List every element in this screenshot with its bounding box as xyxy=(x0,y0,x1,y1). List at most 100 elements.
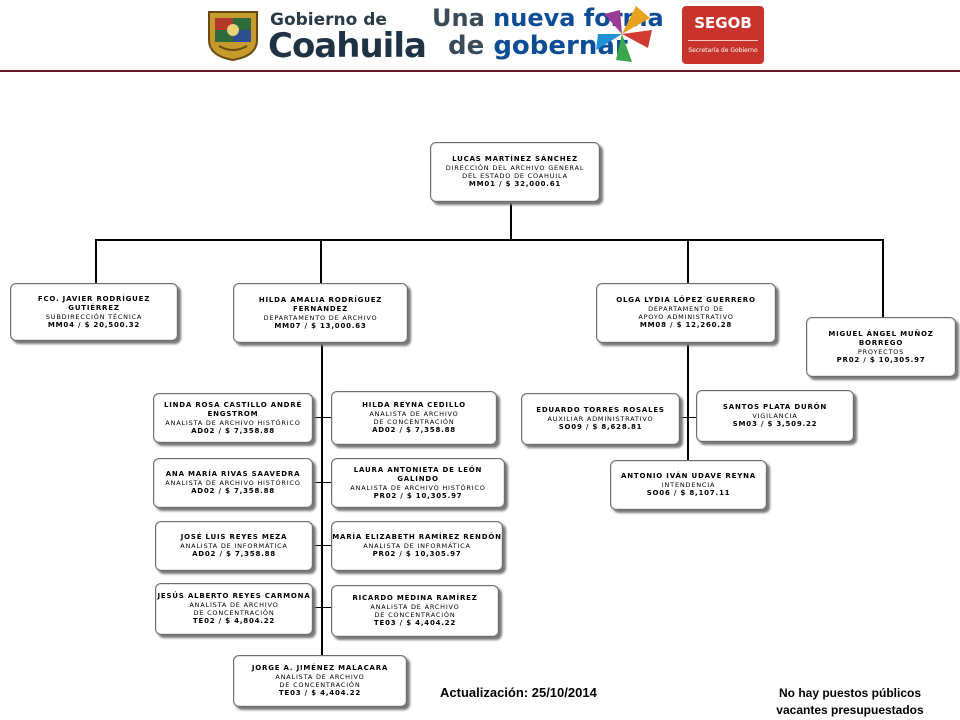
org-box-linda: LINDA ROSA CASTILLO ANDRÉ ENGSTROM ANALI… xyxy=(153,393,313,443)
eduardo-title: AUXILIAR ADMINISTRATIVO xyxy=(547,415,654,423)
ricardo-title2: DE CONCENTRACIÓN xyxy=(374,611,456,619)
connector xyxy=(313,482,331,483)
olga-name: OLGA LYDIA LÓPEZ GUERRERO xyxy=(616,296,756,304)
ricardo-title1: ANALISTA DE ARCHIVO xyxy=(370,603,460,611)
pinwheel-icon xyxy=(596,6,652,62)
santos-name: SANTOS PLATA DURÓN xyxy=(722,403,828,411)
subdir-name: FCO. JAVIER RODRÍGUEZ GUTIÉRREZ xyxy=(37,294,151,312)
jorge-plaza: TE03 / $ 4,404.22 xyxy=(278,689,362,697)
jose-name: JOSÉ LUIS REYES MEZA xyxy=(180,533,288,541)
slogan-line2: de gobernar xyxy=(448,31,628,61)
jorge-name: JORGE A. JIMÉNEZ MALACARA xyxy=(251,664,389,672)
connector xyxy=(687,239,689,283)
connector xyxy=(320,239,322,283)
ricardo-plaza: TE03 / $ 4,404.22 xyxy=(373,619,457,627)
maria-name: MARÍA ELIZABETH RAMÍREZ RENDÓN xyxy=(332,533,502,541)
update-date: Actualización: 25/10/2014 xyxy=(440,685,597,700)
connector xyxy=(313,607,331,608)
header-divider xyxy=(0,70,960,72)
jesus-title2: DE CONCENTRACIÓN xyxy=(193,609,275,617)
jose-title: ANALISTA DE INFORMÁTICA xyxy=(180,542,288,550)
org-box-laura: LAURA ANTONIETA DE LEÓN GALINDO ANALISTA… xyxy=(331,458,505,508)
maria-title: ANALISTA DE INFORMÁTICA xyxy=(363,542,471,550)
hilda-reyna-title2: DE CONCENTRACIÓN xyxy=(373,418,455,426)
connector xyxy=(313,545,331,546)
ana-title: ANALISTA DE ARCHIVO HISTÓRICO xyxy=(165,479,301,487)
miguel-title: PROYECTOS xyxy=(857,347,905,356)
ana-plaza: AD02 / $ 7,358.88 xyxy=(191,487,275,495)
org-box-miguel: MIGUEL ÁNGEL MUÑOZ BORREGO PROYECTOS PR0… xyxy=(806,317,956,377)
hilda-amalia-name1: HILDA AMALIA RODRÍGUEZ xyxy=(258,295,383,304)
santos-plaza: SM03 / $ 3,509.22 xyxy=(732,420,818,428)
antonio-plaza: SO06 / $ 8,107.11 xyxy=(646,489,731,497)
org-box-maria: MARÍA ELIZABETH RAMÍREZ RENDÓN ANALISTA … xyxy=(331,521,503,571)
linda-title: ANALISTA DE ARCHIVO HISTÓRICO xyxy=(165,418,301,427)
director-plaza: MM01 / $ 32,000.61 xyxy=(468,180,562,188)
slogan-line1-a: Una xyxy=(432,4,485,32)
connector xyxy=(882,239,884,317)
org-box-eduardo: EDUARDO TORRES ROSALES AUXILIAR ADMINIST… xyxy=(521,393,680,445)
connector xyxy=(321,343,323,655)
connector xyxy=(687,343,689,460)
ricardo-name: RICARDO MEDINA RAMÍREZ xyxy=(352,594,478,602)
miguel-name: MIGUEL ÁNGEL MUÑOZ BORREGO xyxy=(828,329,934,347)
connector xyxy=(510,202,512,240)
santos-title: VIGILANCIA xyxy=(752,412,798,420)
linda-name1: LINDA ROSA CASTILLO ANDRÉ xyxy=(163,400,303,409)
org-box-hilda-amalia: HILDA AMALIA RODRÍGUEZ FERNÁNDEZ DEPARTA… xyxy=(233,283,408,343)
org-box-ana: ANA MARÍA RIVAS SAAVEDRA ANALISTA DE ARC… xyxy=(153,458,313,508)
linda-plaza: AD02 / $ 7,358.88 xyxy=(191,426,275,435)
olga-plaza: MM08 / $ 12,260.28 xyxy=(639,321,733,329)
org-box-ricardo: RICARDO MEDINA RAMÍREZ ANALISTA DE ARCHI… xyxy=(331,585,499,637)
eduardo-name: EDUARDO TORRES ROSALES xyxy=(536,406,665,414)
antonio-title: INTENDENCIA xyxy=(661,481,716,489)
olga-title2: APOYO ADMINISTRATIVO xyxy=(638,313,734,321)
laura-name: LAURA ANTONIETA DE LEÓN GALINDO xyxy=(353,465,483,483)
hilda-reyna-name: HILDA REYNA CEDILLO xyxy=(362,401,466,409)
subdir-title: SUBDIRECCIÓN TÉCNICA xyxy=(45,312,143,321)
segob-logo: SEGOB Secretaría de Gobierno xyxy=(682,6,764,64)
vacancy-note-line2: vacantes presupuestados xyxy=(776,703,924,717)
connector xyxy=(95,239,884,241)
org-box-director: LUCAS MARTÍNEZ SÁNCHEZ DIRECCIÓN DEL ARC… xyxy=(430,142,600,202)
hilda-reyna-title1: ANALISTA DE ARCHIVO xyxy=(369,410,459,418)
ana-name: ANA MARÍA RIVAS SAAVEDRA xyxy=(165,470,301,478)
maria-plaza: PR02 / $ 10,305.97 xyxy=(372,550,462,558)
laura-plaza: PR02 / $ 10,305.97 xyxy=(373,491,463,500)
subdir-plaza: MM04 / $ 20,500.32 xyxy=(47,320,141,329)
hilda-amalia-title: DEPARTAMENTO DE ARCHIVO xyxy=(263,313,378,322)
hilda-amalia-name2: FERNÁNDEZ xyxy=(293,304,348,313)
olga-title1: DEPARTAMENTO DE xyxy=(648,305,724,313)
jesus-title1: ANALISTA DE ARCHIVO xyxy=(189,601,279,609)
org-box-jose: JOSÉ LUIS REYES MEZA ANALISTA DE INFORMÁ… xyxy=(155,521,313,571)
org-box-jorge: JORGE A. JIMÉNEZ MALACARA ANALISTA DE AR… xyxy=(233,655,407,707)
director-title2: DEL ESTADO DE COAHUILA xyxy=(462,172,568,180)
jesus-plaza: TE02 / $ 4,804.22 xyxy=(192,617,276,625)
coahuila-shield-logo xyxy=(208,11,258,62)
laura-title: ANALISTA DE ARCHIVO HISTÓRICO xyxy=(350,483,486,492)
org-box-jesus: JESÚS ALBERTO REYES CARMONA ANALISTA DE … xyxy=(155,583,313,635)
org-box-hilda-reyna: HILDA REYNA CEDILLO ANALISTA DE ARCHIVO … xyxy=(331,391,497,445)
gov-big-text: Coahuila xyxy=(268,26,427,66)
antonio-name: ANTONIO IVÁN UDAVE REYNA xyxy=(621,472,756,480)
segob-divider xyxy=(688,40,758,41)
director-title1: DIRECCIÓN DEL ARCHIVO GENERAL xyxy=(445,164,585,172)
eduardo-plaza: SO09 / $ 8,628.81 xyxy=(558,423,643,431)
linda-name2: ENGSTROM xyxy=(207,409,259,418)
vacancy-note: No hay puestos públicos vacantes presupu… xyxy=(760,685,940,719)
hilda-amalia-plaza: MM07 / $ 13,000.63 xyxy=(274,321,367,330)
jesus-name: JESÚS ALBERTO REYES CARMONA xyxy=(157,592,311,600)
connector xyxy=(95,239,97,283)
miguel-plaza: PR02 / $ 10,305.97 xyxy=(836,355,926,364)
header-banner: Gobierno de Coahuila Una nueva forma de … xyxy=(0,0,960,72)
gov-small-text: Gobierno de xyxy=(270,10,387,30)
jorge-title2: DE CONCENTRACIÓN xyxy=(279,681,361,689)
hilda-reyna-plaza: AD02 / $ 7,358.88 xyxy=(372,426,456,434)
vacancy-note-line1: No hay puestos públicos xyxy=(778,686,922,700)
segob-title: SEGOB xyxy=(694,14,752,32)
segob-subtitle: Secretaría de Gobierno xyxy=(688,47,758,54)
director-name: LUCAS MARTÍNEZ SÁNCHEZ xyxy=(452,155,578,163)
org-box-antonio: ANTONIO IVÁN UDAVE REYNA INTENDENCIA SO0… xyxy=(610,460,767,510)
connector xyxy=(680,417,696,418)
org-box-subdir: FCO. JAVIER RODRÍGUEZ GUTIÉRREZ SUBDIREC… xyxy=(10,283,178,341)
